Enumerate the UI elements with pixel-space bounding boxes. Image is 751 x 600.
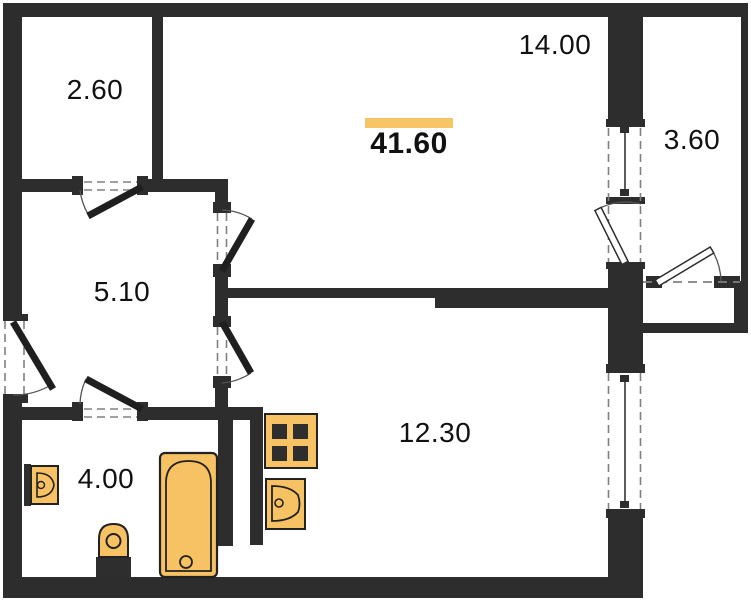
bathtub-icon xyxy=(158,451,219,579)
window-sill xyxy=(606,364,645,373)
wall-segment xyxy=(3,3,22,316)
wall-segment xyxy=(22,407,72,420)
wall-segment xyxy=(435,288,610,308)
wall-segment xyxy=(148,407,262,420)
wall-segment xyxy=(3,402,22,598)
living-room-door xyxy=(216,209,256,273)
door-jamb xyxy=(213,316,231,327)
door-jamb xyxy=(137,176,148,195)
wall-segment xyxy=(215,277,228,318)
room-area-label-hallway: 5.10 xyxy=(93,276,151,307)
door-jamb xyxy=(213,202,231,213)
wall-segment xyxy=(215,179,228,208)
wall-segment xyxy=(22,179,72,192)
window-sill xyxy=(606,509,645,518)
wall-segment xyxy=(741,17,748,333)
wall-segment xyxy=(608,269,643,365)
bathroom-door xyxy=(79,375,144,418)
toilet-icon xyxy=(96,522,131,578)
wall-segment xyxy=(3,3,748,17)
balcony-window-unit xyxy=(607,126,642,262)
window-sill xyxy=(606,119,645,127)
stove-icon xyxy=(264,413,318,469)
door-jamb xyxy=(714,276,740,288)
door-jamb xyxy=(3,314,28,321)
wall-segment xyxy=(734,281,748,333)
total-area-label: 41.60 xyxy=(370,127,448,160)
kitchen-door xyxy=(216,320,255,384)
wash-basin-icon xyxy=(24,464,59,506)
door-jamb xyxy=(137,402,148,421)
door-jamb xyxy=(213,264,231,277)
wall-segment xyxy=(148,179,228,192)
room-area-label-living: 14.00 xyxy=(518,29,592,60)
window-sill xyxy=(606,197,645,204)
wall-segment xyxy=(643,323,741,333)
door-jamb xyxy=(72,176,83,195)
kitchen-window xyxy=(607,373,642,509)
door-jamb xyxy=(213,376,231,388)
wall-segment xyxy=(608,518,643,598)
wall-segment xyxy=(250,407,263,545)
wall-segment xyxy=(152,17,163,180)
room-area-label-storage: 2.60 xyxy=(66,74,124,105)
wall-segment xyxy=(228,288,435,298)
room-area-label-bathroom: 4.00 xyxy=(77,463,135,494)
door-jamb xyxy=(646,276,662,288)
window-sill xyxy=(606,262,645,269)
door-jamb xyxy=(3,394,28,403)
room-area-label-balcony: 3.60 xyxy=(663,124,721,155)
room-area-label-kitchen: 12.30 xyxy=(398,417,472,448)
wall-segment xyxy=(3,577,643,598)
door-jamb xyxy=(72,402,83,421)
wall-segment xyxy=(218,420,233,546)
entrance-door xyxy=(4,320,57,396)
balcony-door xyxy=(593,201,642,266)
storage-door xyxy=(79,181,144,220)
wall-segment xyxy=(608,17,643,120)
total-area-highlight xyxy=(365,118,453,128)
kitchen-sink-icon xyxy=(265,478,306,530)
